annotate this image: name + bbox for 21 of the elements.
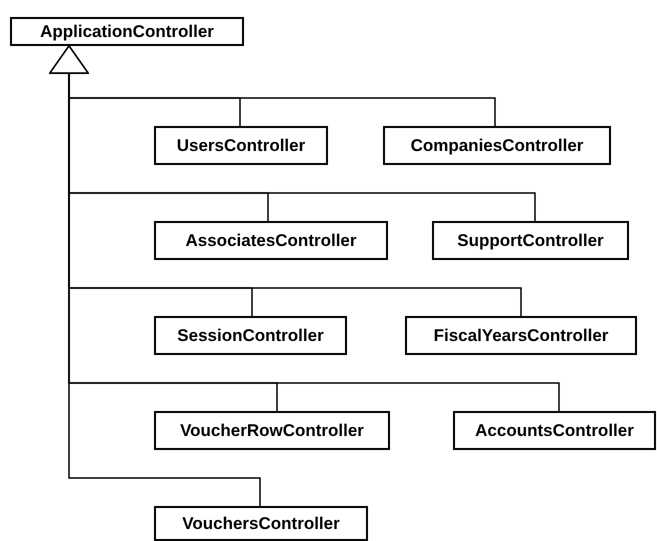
class-name: ApplicationController [40,22,214,42]
class-box [405,316,637,355]
class-name: SupportController [457,230,604,250]
class-box [432,221,629,260]
class-box [154,126,328,165]
class-name: CompaniesController [410,136,584,156]
class-name: SessionController [177,326,324,346]
class-name: VouchersController [182,514,340,534]
class-box [154,411,390,450]
class-box [154,506,368,541]
class-name: VoucherRowController [180,420,364,440]
class-box [154,316,347,355]
class-box [10,17,244,46]
class-box [453,411,656,450]
class-box [154,221,388,260]
class-name: FiscalYearsController [434,326,608,346]
class-box [383,126,611,165]
inheritance-arrow [49,45,261,506]
class-name: AssociatesController [186,230,356,250]
class-name: AccountsController [475,420,634,440]
class-name: UsersController [176,136,306,156]
